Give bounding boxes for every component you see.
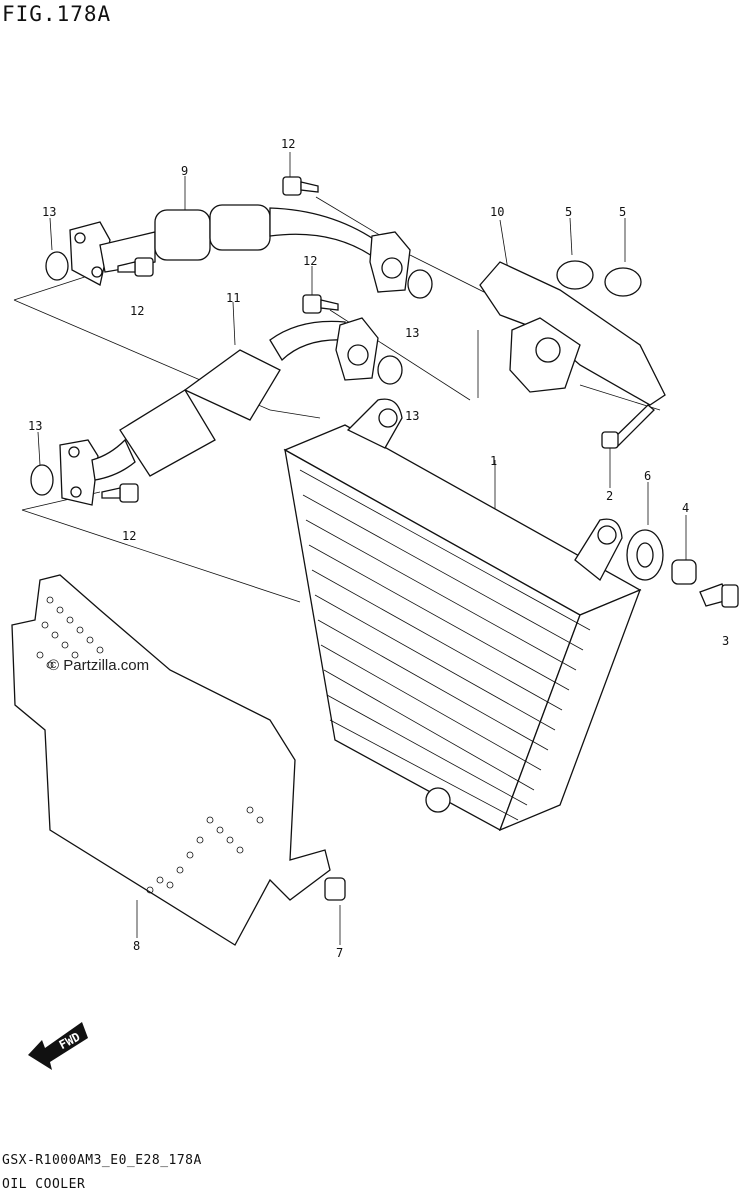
callout-13b[interactable]: 13: [405, 326, 419, 340]
cooler-bracket: [479, 261, 666, 449]
callout-1[interactable]: 1: [490, 454, 497, 468]
fwd-arrow-icon: FWD: [28, 1022, 88, 1070]
callout-3[interactable]: 3: [722, 634, 729, 648]
callout-11[interactable]: 11: [226, 291, 240, 305]
mount-hardware: [626, 529, 739, 608]
callout-13d[interactable]: 13: [28, 419, 42, 433]
watermark-text: Partzilla.com: [63, 657, 150, 674]
copyright-icon: ©: [48, 657, 60, 674]
guard-mesh: [36, 596, 264, 894]
guide-lines: [13, 152, 687, 945]
cooler-guard: [11, 574, 346, 946]
callout-2[interactable]: 2: [606, 489, 613, 503]
callout-13c[interactable]: 13: [405, 409, 419, 423]
callout-12b[interactable]: 12: [130, 304, 144, 318]
callout-13a[interactable]: 13: [42, 205, 56, 219]
callout-12a[interactable]: 12: [281, 137, 295, 151]
callout-12c[interactable]: 12: [303, 254, 317, 268]
watermark: © Partzilla.com: [48, 657, 149, 674]
callout-7[interactable]: 7: [336, 946, 343, 960]
figure-title: FIG.178A: [2, 2, 112, 26]
upper-oil-hose: [69, 204, 411, 293]
callout-10[interactable]: 10: [490, 205, 504, 219]
callout-9[interactable]: 9: [181, 164, 188, 178]
callout-6[interactable]: 6: [644, 469, 651, 483]
callout-4[interactable]: 4: [682, 501, 689, 515]
lower-oil-hose: [59, 317, 379, 506]
callout-8[interactable]: 8: [133, 939, 140, 953]
callout-5a[interactable]: 5: [565, 205, 572, 219]
callout-5b[interactable]: 5: [619, 205, 626, 219]
callout-12d[interactable]: 12: [122, 529, 136, 543]
o-rings-and-bolts: [30, 176, 642, 503]
section-name: OIL COOLER: [2, 1177, 86, 1192]
oil-cooler-core: [283, 398, 642, 832]
cooler-fins: [299, 469, 591, 821]
model-code: GSX-R1000AM3_E0_E28_178A: [2, 1153, 202, 1168]
callout-labels: 1 2 3 4 5 5 6 7 8 9 10 11 12 12 12 12 13…: [28, 137, 729, 960]
